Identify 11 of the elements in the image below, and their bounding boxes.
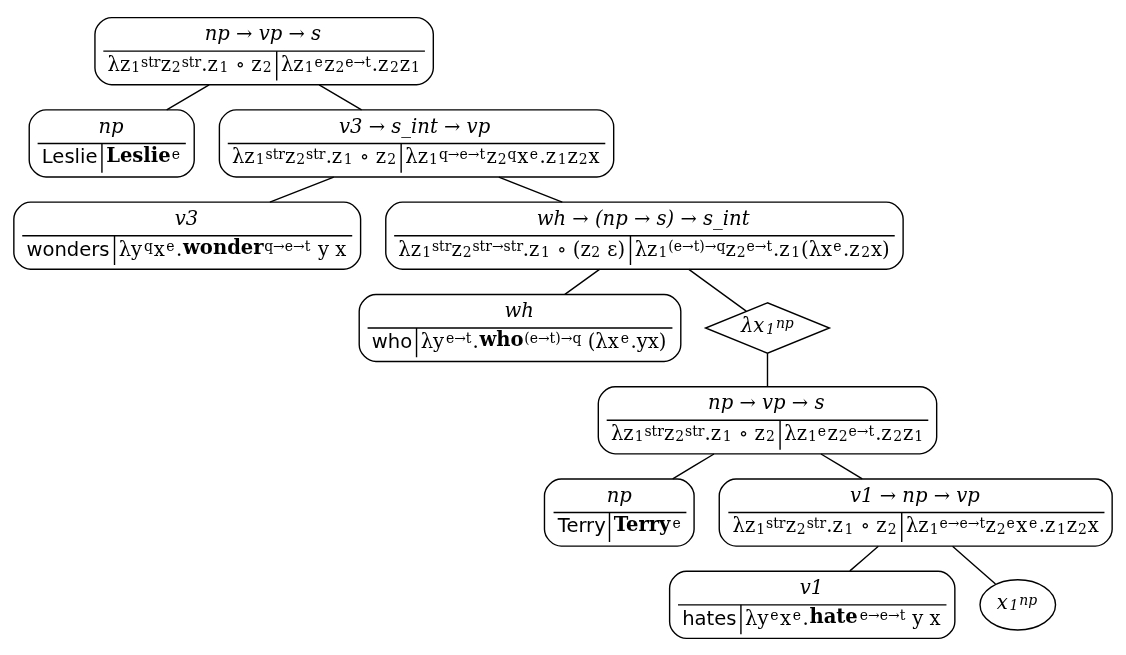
connector — [269, 175, 335, 203]
connector — [318, 83, 363, 110]
connector — [564, 268, 601, 295]
connector — [498, 175, 563, 203]
connector — [849, 545, 880, 572]
connector — [951, 545, 997, 585]
connector — [766, 352, 769, 387]
connector — [688, 268, 747, 312]
connector — [820, 452, 863, 480]
connector — [165, 83, 210, 110]
connector — [672, 452, 715, 480]
